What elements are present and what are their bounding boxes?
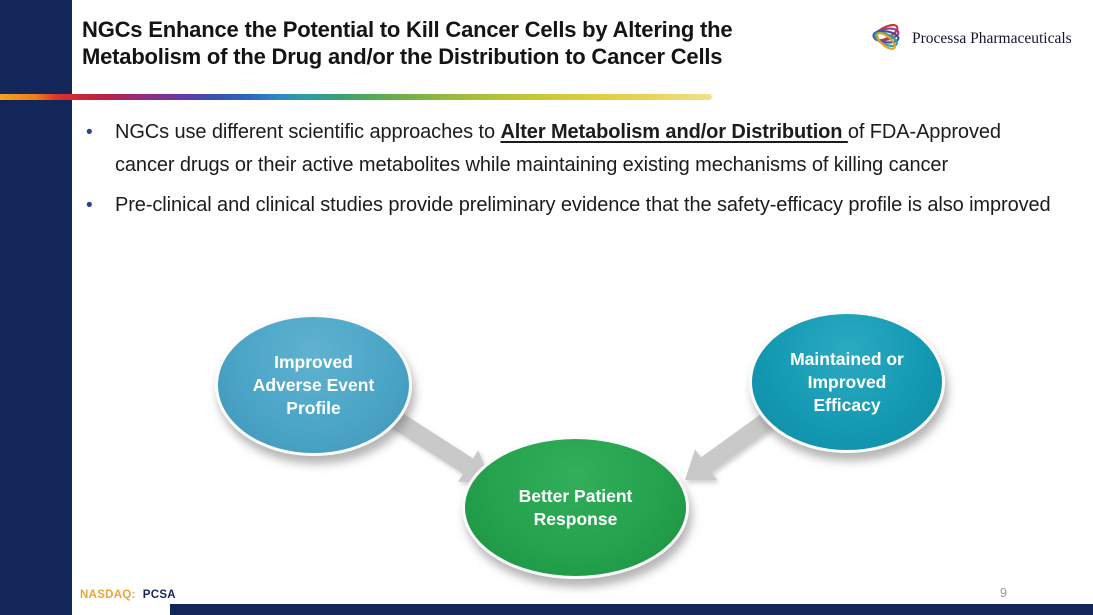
bullet-list: • NGCs use different scientific approach… <box>86 116 1054 229</box>
page-title-line1: NGCs Enhance the Potential to Kill Cance… <box>82 17 733 42</box>
exchange-label: NASDAQ: <box>80 589 136 601</box>
nasdaq-ticker: NASDAQ: PCSA <box>80 589 176 601</box>
node-label-line: Maintained or <box>790 348 904 369</box>
node-improved-adverse-event-profile: Improved Adverse Event Profile <box>215 314 412 456</box>
company-name: Processa Pharmaceuticals <box>912 29 1072 47</box>
node-label-line: Improved <box>807 371 887 392</box>
bullet-dot: • <box>86 195 93 216</box>
node-label-line: Better Patient <box>518 485 633 506</box>
page-title-line2: Metabolism of the Drug and/or the Distri… <box>82 44 723 69</box>
bullet-1-emphasis: Alter Metabolism and/or Distribution <box>500 121 848 143</box>
ticker-symbol: PCSA <box>142 589 176 601</box>
bullet-1-post: of FDA-Approved cancer drugs or their ac… <box>115 121 1001 176</box>
bullet-item-2: • Pre-clinical and clinical studies prov… <box>86 189 1054 222</box>
bottom-accent-bar <box>170 604 1093 615</box>
rainbow-divider <box>0 94 712 100</box>
page-title: NGCs Enhance the Potential to Kill Cance… <box>82 16 882 70</box>
arrow-right-to-center <box>685 412 774 481</box>
arrow-left-to-center <box>385 408 490 482</box>
company-logo: Processa Pharmaceuticals <box>866 16 1072 61</box>
node-label-line: Response <box>533 508 618 529</box>
node-maintained-or-improved-efficacy: Maintained or Improved Efficacy <box>749 311 945 453</box>
swirl-rings-icon <box>866 16 906 61</box>
left-accent-bar <box>0 0 72 615</box>
bullet-2-text: Pre-clinical and clinical studies provid… <box>115 194 1051 216</box>
page-number: 9 <box>1000 586 1007 600</box>
node-label-line: Profile <box>286 397 341 418</box>
node-label-line: Adverse Event <box>252 374 375 395</box>
node-better-patient-response: Better Patient Response <box>462 436 689 579</box>
bullet-item-1: • NGCs use different scientific approach… <box>86 116 1054 182</box>
bullet-1-text: NGCs use different scientific approaches… <box>115 116 1054 182</box>
node-label-line: Improved <box>274 351 353 372</box>
bullet-1-pre: NGCs use different scientific approaches… <box>115 121 501 143</box>
node-label-line: Efficacy <box>813 394 881 415</box>
bullet-dot: • <box>86 122 93 143</box>
